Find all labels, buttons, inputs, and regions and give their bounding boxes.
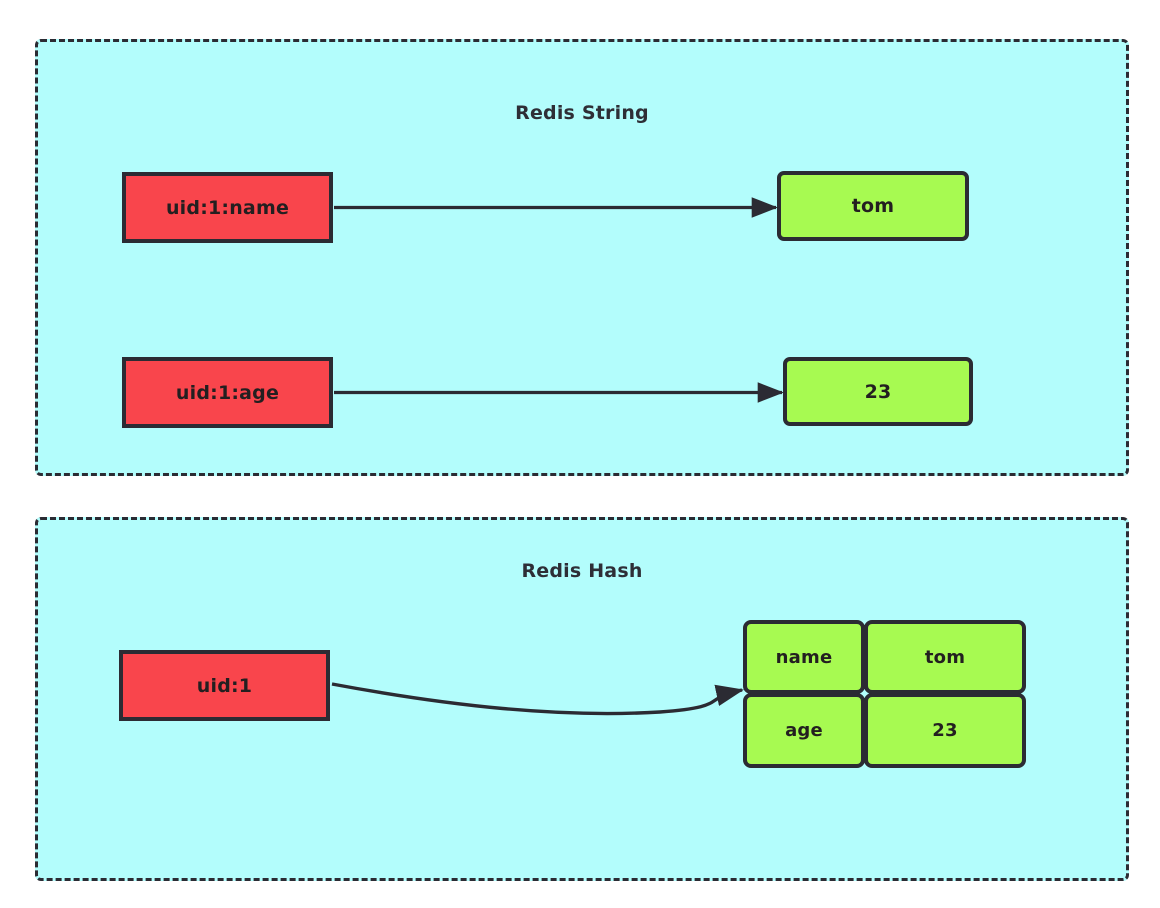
value-box-23: 23	[783, 357, 973, 426]
key-box-uid-1-age: uid:1:age	[122, 357, 333, 428]
hash-value-23: 23	[864, 693, 1026, 768]
value-box-tom: tom	[777, 171, 969, 241]
key-box-uid-1: uid:1	[119, 650, 330, 721]
hash-field-name: name	[743, 620, 865, 694]
hash-field-age: age	[743, 693, 865, 768]
hash-value-tom: tom	[864, 620, 1026, 694]
panel-title-redis-string: Redis String	[515, 102, 649, 124]
key-box-uid-1-name: uid:1:name	[122, 172, 333, 243]
panel-title-redis-hash: Redis Hash	[521, 560, 643, 582]
